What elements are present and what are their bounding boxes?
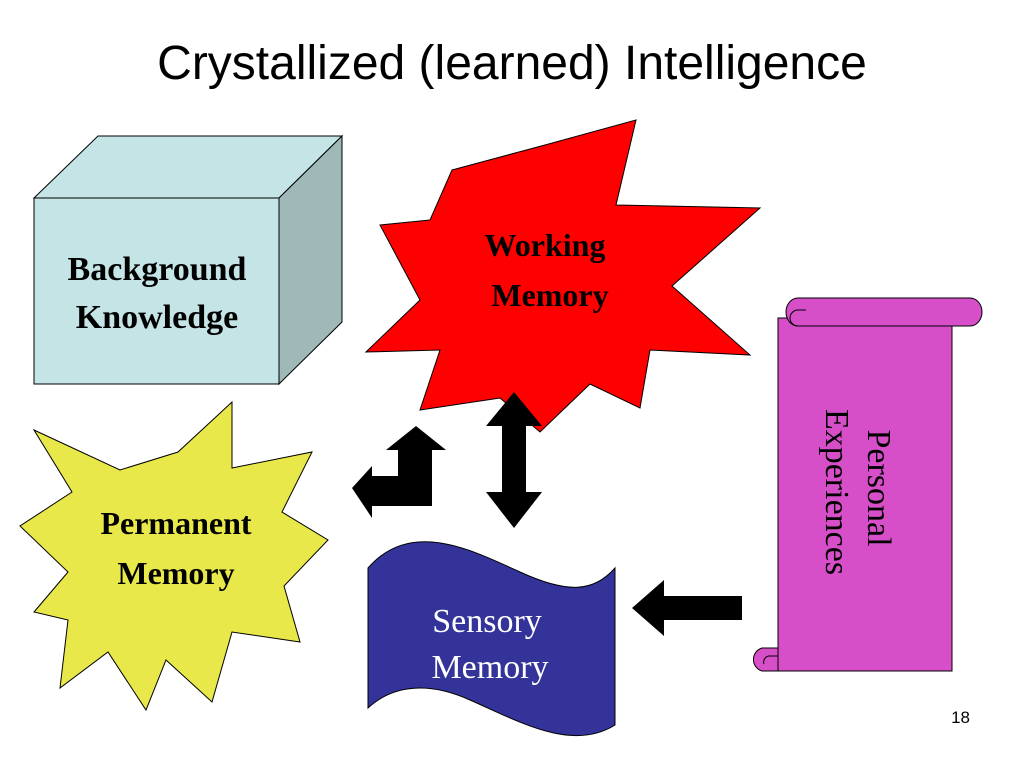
- working-memory-label-line1: Working: [485, 227, 606, 263]
- permanent-memory-burst: Permanent Memory: [19, 400, 329, 712]
- sensory-memory-banner: Sensory Memory: [367, 541, 616, 737]
- personal-experiences-scroll: Personal Experiences: [753, 297, 983, 672]
- permanent-memory-label-line1: Permanent: [100, 505, 251, 541]
- page-number: 18: [951, 708, 970, 727]
- arrow-left: [632, 580, 742, 636]
- bent-arrow-left: [352, 426, 446, 518]
- scroll-bottom-roll: [753, 647, 779, 672]
- sensory-memory-label-line1: Sensory: [432, 603, 542, 640]
- working-memory-burst-shape: [364, 119, 762, 433]
- working-memory-label-line2: Memory: [491, 277, 608, 313]
- background-knowledge-label-line1: Background: [68, 251, 247, 288]
- permanent-memory-burst-shape: [19, 400, 329, 712]
- cube-front-face: [33, 197, 280, 385]
- permanent-memory-label-line2: Memory: [117, 555, 234, 591]
- scroll-top-curl: [789, 309, 806, 327]
- scroll-bottom-curl: [763, 655, 778, 665]
- sensory-memory-banner-shape: [367, 541, 616, 737]
- working-memory-burst: Working Memory: [364, 119, 762, 433]
- scroll-top-roll: [785, 297, 983, 327]
- background-knowledge-label-line2: Knowledge: [76, 299, 238, 336]
- sensory-memory-label-line2: Memory: [431, 649, 548, 686]
- personal-experiences-label-line1: Personal: [860, 429, 897, 546]
- background-knowledge-cube: Background Knowledge: [32, 134, 344, 386]
- scroll-body: [777, 317, 953, 672]
- slide-title: Crystallized (learned) Intelligence: [157, 37, 867, 90]
- personal-experiences-label-line2: Experiences: [818, 409, 855, 575]
- double-arrow-vertical: [486, 392, 542, 528]
